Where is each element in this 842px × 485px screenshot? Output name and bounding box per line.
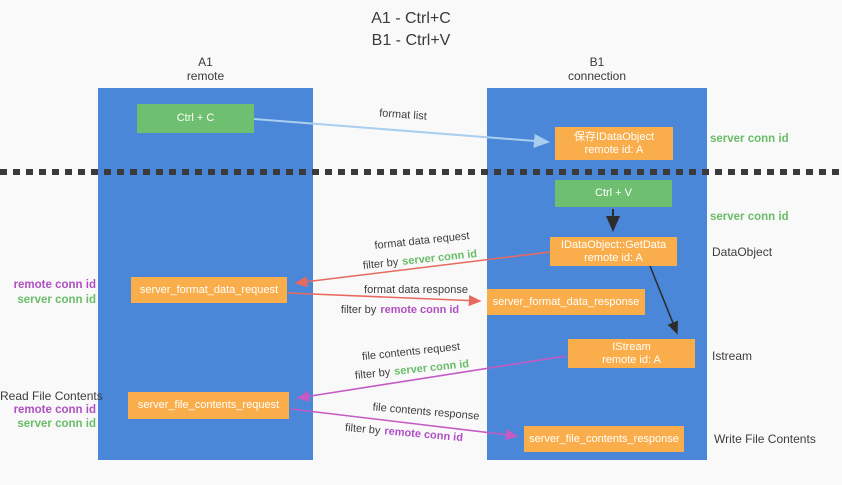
read-file-contents-label: Read File Contents xyxy=(0,389,103,403)
title-line-2: B1 - Ctrl+V xyxy=(371,32,451,49)
ctrl-v-box: Ctrl + V xyxy=(555,180,672,207)
filter-by-text: filter by xyxy=(354,366,391,382)
conn-id-left-block-2: Read File Contents remote conn id server… xyxy=(0,389,103,431)
lifeline-header-a1: A1 remote xyxy=(98,55,313,83)
filter-by-text: filter by xyxy=(340,304,377,316)
server-format-data-response-box: server_format_data_response xyxy=(487,289,645,315)
istream-side-label: Istream xyxy=(712,349,753,363)
dataobject-side-label: DataObject xyxy=(712,245,773,259)
lifeline-a1-name: A1 xyxy=(198,55,213,69)
write-file-contents-label: Write File Contents xyxy=(714,432,816,446)
file-response-label: server_file_contents_response xyxy=(529,432,679,445)
format-data-response-label: format data response xyxy=(364,284,468,296)
getdata-line1: IDataObject::GetData xyxy=(560,238,667,251)
server-conn-id-side-top: server conn id xyxy=(710,133,789,145)
server-conn-id-side-mid: server conn id xyxy=(710,211,789,223)
idataobject-getdata-box: IDataObject::GetData remote id: A xyxy=(550,237,677,266)
lifeline-a1-role: remote xyxy=(186,69,225,83)
phase-separator-dotted-line xyxy=(0,169,842,175)
remote-conn-id-left-1: remote conn id xyxy=(13,279,96,291)
format-data-request-label: format data request xyxy=(373,230,471,252)
server-conn-id-left-1: server conn id xyxy=(17,294,96,306)
file-contents-response-label: file contents response xyxy=(372,401,480,423)
ctrl-c-box: Ctrl + C xyxy=(137,104,254,133)
server-conn-id-text: server conn id xyxy=(401,248,478,268)
file-request-label: server_file_contents_request xyxy=(137,399,280,411)
server-conn-id-left-2: server conn id xyxy=(17,418,96,430)
istream-line1: IStream xyxy=(612,340,651,353)
format-list-label: format list xyxy=(378,107,428,123)
diagram-title: A1 - Ctrl+C B1 - Ctrl+V xyxy=(0,8,822,52)
server-format-data-request-box: server_format_data_request xyxy=(131,277,287,303)
ctrl-c-label: Ctrl + C xyxy=(176,112,215,124)
save-idataobject-box: 保存IDataObject remote id: A xyxy=(555,127,673,160)
save-idataobject-line2: remote id: A xyxy=(584,143,644,156)
server-file-contents-response-box: server_file_contents_response xyxy=(524,426,684,452)
lifeline-b1-name: B1 xyxy=(589,55,605,69)
remote-conn-id-text: remote conn id xyxy=(383,425,464,445)
ctrl-v-label: Ctrl + V xyxy=(595,187,632,199)
istream-line2: remote id: A xyxy=(602,353,661,366)
getdata-line2: remote id: A xyxy=(584,251,643,264)
remote-conn-id-left-2: remote conn id xyxy=(13,404,96,416)
format-request-label: server_format_data_request xyxy=(139,283,279,296)
lifeline-header-b1: B1 connection xyxy=(487,55,707,83)
remote-conn-id-text: remote conn id xyxy=(380,304,460,316)
server-conn-id-text: server conn id xyxy=(393,358,470,378)
conn-id-left-block-1: remote conn id server conn id xyxy=(0,278,96,308)
format-response-label: server_format_data_response xyxy=(492,295,640,308)
title-line-1: A1 - Ctrl+C xyxy=(371,10,451,27)
filter-by-text: filter by xyxy=(344,421,381,437)
save-idataobject-line1: 保存IDataObject xyxy=(573,130,655,143)
istream-box: IStream remote id: A xyxy=(568,339,695,368)
server-file-contents-request-box: server_file_contents_request xyxy=(128,392,289,419)
filter-by-text: filter by xyxy=(362,256,399,272)
lifeline-b1-role: connection xyxy=(567,69,627,83)
